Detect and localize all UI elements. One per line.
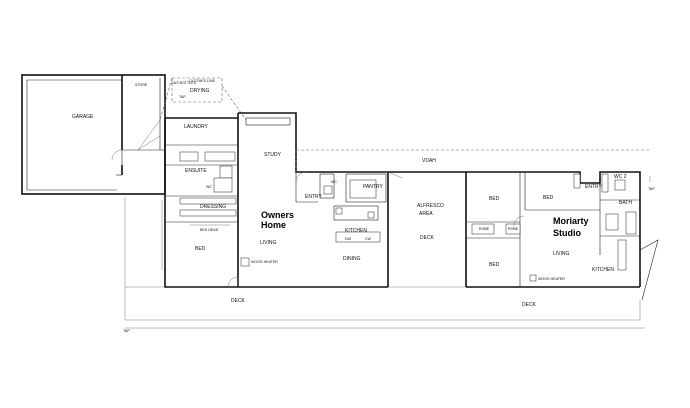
label-cw: CW (365, 237, 372, 241)
garage-block (21, 74, 166, 195)
label-bath: BATH (619, 200, 632, 206)
label-tap-studio: TAP (648, 187, 655, 191)
verandah (295, 149, 650, 172)
label-bed-3-studio: BED (543, 195, 554, 201)
label-gas-bottles: GAS BOTTLES (171, 81, 197, 85)
label-store: STORE (135, 83, 148, 87)
drying-area (159, 77, 247, 121)
label-ensuite: ENSUITE (185, 168, 207, 174)
label-wc: WC (206, 185, 212, 189)
label-robe-1: ROBE (479, 227, 490, 231)
title-owners-line2: Home (261, 220, 286, 230)
label-deck-owners: DECK (231, 298, 246, 304)
label-pantry: PANTRY (363, 184, 383, 190)
label-bed-head: BED HEAD (200, 228, 219, 232)
label-robe-2: ROBE (508, 227, 519, 231)
studio-walls (466, 171, 659, 301)
label-dw: DW (345, 237, 352, 241)
title-studio-line2: Studio (553, 228, 581, 238)
label-dining: DINING (343, 256, 361, 262)
label-kitchen-owners: KITCHEN (345, 228, 367, 234)
alfresco-walls (387, 171, 467, 287)
title-owners-line1: Owners (261, 210, 294, 220)
owners-home-walls (160, 112, 389, 288)
label-entry-owners: ENTRY (305, 194, 323, 200)
label-wc-owners: WC (331, 180, 337, 184)
label-drying: DRYING (190, 88, 209, 94)
label-alfresco: ALFRESCO (417, 203, 444, 209)
label-study: STUDY (264, 152, 282, 158)
label-wood-heater-owners: WOOD HEATER (251, 260, 278, 264)
label-living-owners: LIVING (260, 240, 277, 246)
label-wc2: WC 2 (614, 174, 627, 180)
label-laundry: LAUNDRY (184, 124, 208, 130)
label-bed-1-studio: BED (489, 196, 500, 202)
label-tap-top: TAP (179, 95, 186, 99)
label-bed-owners: BED (195, 246, 206, 252)
label-dressing: DRESSING (200, 204, 226, 210)
label-clothes-line: CLOTHES LINE (189, 79, 216, 83)
label-area: AREA (419, 211, 433, 217)
label-wood-heater-studio: WOOD HEATER (538, 277, 565, 281)
title-studio-line1: Moriarty (553, 216, 589, 226)
label-living-studio: LIVING (553, 251, 570, 257)
label-tap-deck: TAP (123, 329, 130, 333)
deck-outline (124, 176, 651, 329)
label-bed-2-studio: BED (489, 262, 500, 268)
label-deck-alfresco: DECK (420, 235, 435, 241)
label-entry-studio: ENTRY (585, 184, 603, 190)
label-deck-studio: DECK (522, 302, 537, 308)
label-kitchen-studio: KITCHEN (592, 267, 614, 273)
label-vdah: VDAH (422, 158, 436, 164)
label-garage: GARAGE (72, 114, 94, 120)
